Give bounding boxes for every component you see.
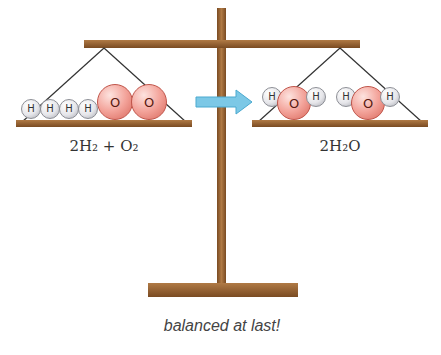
equation-label: 2H₂ + O₂: [69, 137, 138, 155]
oxygen-atom: O: [351, 86, 385, 120]
hydrogen-atom: H: [306, 87, 326, 107]
string: [258, 48, 340, 122]
pan: [16, 120, 192, 127]
hydrogen-atom: H: [380, 87, 400, 107]
atom-symbol: O: [110, 96, 120, 109]
hydrogen-atom: H: [59, 99, 79, 119]
hydrogen-atom: H: [21, 99, 41, 119]
atom-symbol: O: [363, 97, 373, 110]
hydrogen-atom: H: [40, 99, 60, 119]
atom-symbol: H: [84, 104, 92, 114]
post: [217, 8, 226, 286]
reaction-arrow: [196, 90, 252, 114]
string: [340, 48, 422, 122]
atom-symbol: O: [289, 97, 299, 110]
string: [22, 48, 104, 122]
base: [148, 283, 298, 297]
atom-symbol: O: [144, 96, 154, 109]
oxygen-atom: O: [97, 84, 133, 120]
hydrogen-atom: H: [78, 99, 98, 119]
atom-symbol: H: [46, 104, 54, 114]
oxygen-atom: O: [131, 84, 167, 120]
caption: balanced at last!: [164, 317, 281, 335]
beam: [84, 40, 360, 48]
pan: [252, 120, 428, 127]
atom-symbol: H: [342, 92, 350, 102]
atom-symbol: H: [27, 104, 35, 114]
atom-symbol: H: [386, 92, 394, 102]
oxygen-atom: O: [277, 86, 311, 120]
atom-symbol: H: [65, 104, 73, 114]
equation-label: 2H₂O: [320, 137, 361, 155]
atom-symbol: H: [312, 92, 320, 102]
atom-symbol: H: [268, 92, 276, 102]
